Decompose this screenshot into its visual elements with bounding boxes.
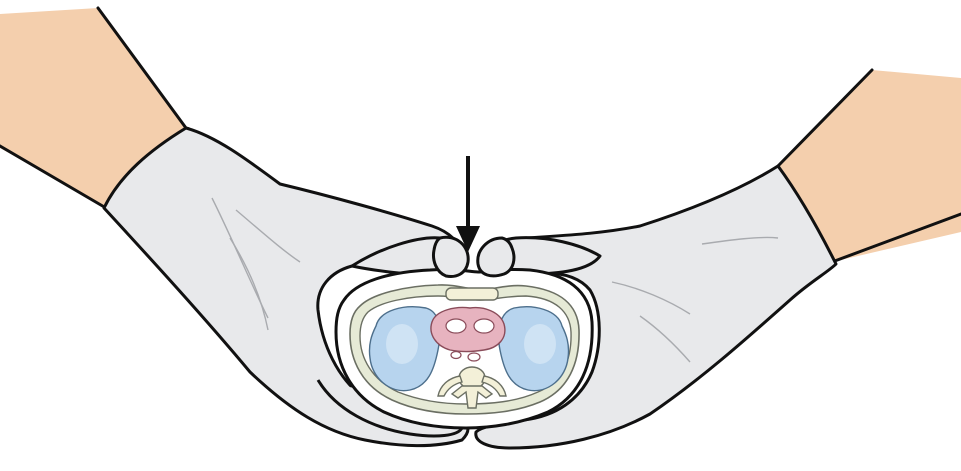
right-thumb-tip bbox=[478, 238, 514, 276]
heart bbox=[431, 308, 505, 352]
aorta bbox=[451, 352, 461, 359]
esophagus bbox=[468, 353, 480, 361]
heart-chamber-left bbox=[446, 319, 466, 333]
down-arrow-icon bbox=[456, 156, 480, 252]
sternum bbox=[446, 288, 498, 300]
chest-cross-section bbox=[336, 269, 592, 428]
heart-chamber-right bbox=[474, 319, 494, 333]
right-lung-highlight bbox=[524, 324, 556, 364]
left-lung-highlight bbox=[386, 324, 418, 364]
left-thumb-tip bbox=[434, 237, 469, 276]
